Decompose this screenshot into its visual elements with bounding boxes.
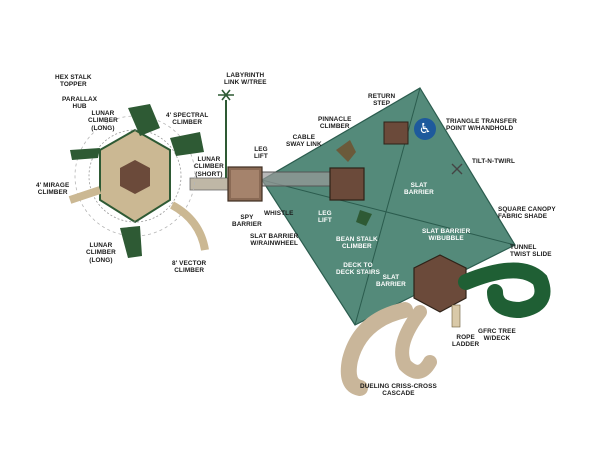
label-slat-barrier-rainwheel: SLAT BARRIER W/RAINWHEEL [250,233,299,248]
label-deck-to-deck-stairs: DECK TO DECK STAIRS [336,262,380,277]
label-slat-barrier-bubble: SLAT BARRIER W/BUBBLE [422,228,471,243]
label-triangle-transfer: TRIANGLE TRANSFER POINT W/HANDHOLD [446,118,517,133]
label-hex-stalk-topper: HEX STALK TOPPER [55,74,92,89]
label-return-step: RETURN STEP [368,93,396,108]
bean-stalk-leaf [356,210,372,226]
cable-sway-link [262,171,342,187]
label-rope-ladder: ROPE LADDER [452,334,480,349]
tilt-n-twirl [451,163,463,175]
gfrc-tree-deck [413,254,467,313]
return-step-tower [383,121,409,145]
label-gfrc-tree: GFRC TREE W/DECK [478,328,516,343]
center-deck [329,167,365,201]
climber-cluster [68,104,209,258]
label-square-canopy: SQUARE CANOPY FABRIC SHADE [498,206,556,221]
label-slat-barrier-top: SLAT BARRIER [404,182,434,197]
label-lunar-climber-long-bottom: LUNAR CLIMBER (LONG) [86,242,116,264]
label-lunar-climber-short: LUNAR CLIMBER (SHORT) [194,156,224,178]
wheelchair-accessible-icon: ♿ [414,118,436,140]
dueling-cascade-slides [340,302,437,396]
label-pinnacle-climber: PINNACLE CLIMBER [318,116,352,131]
label-lunar-climber-long-top: LUNAR CLIMBER (LONG) [88,110,118,132]
label-leg-lift-top: LEG LIFT [254,146,268,161]
label-spy-barrier: SPY BARRIER [232,214,262,229]
label-parallax-hub: PARALLAX HUB [62,96,98,111]
small-deck [227,166,263,202]
label-tunnel-twist-slide: TUNNEL TWIST SLIDE [510,244,552,259]
tunnel-twist-slide [458,262,551,319]
rope-ladder [451,304,461,328]
labyrinth-link-bridge [189,89,234,191]
label-leg-lift-mid: LEG LIFT [318,210,332,225]
label-slat-barrier-low: SLAT BARRIER [376,274,406,289]
label-cable-sway-link: CABLE SWAY LINK [286,134,322,149]
pinnacle-climber [336,140,356,162]
label-whistle: WHISTLE [264,210,294,217]
label-dueling-cascade: DUELING CRISS-CROSS CASCADE [360,383,437,398]
label-spectral-climber: 4' SPECTRAL CLIMBER [166,112,209,127]
label-bean-stalk-climber: BEAN STALK CLIMBER [336,236,378,251]
label-vector-climber: 8' VECTOR CLIMBER [172,260,207,275]
label-tilt-n-twirl: TILT-N-TWIRL [472,158,515,165]
label-mirage-climber: 4' MIRAGE CLIMBER [36,182,70,197]
label-labyrinth-link: LABYRINTH LINK W/TREE [224,72,267,87]
